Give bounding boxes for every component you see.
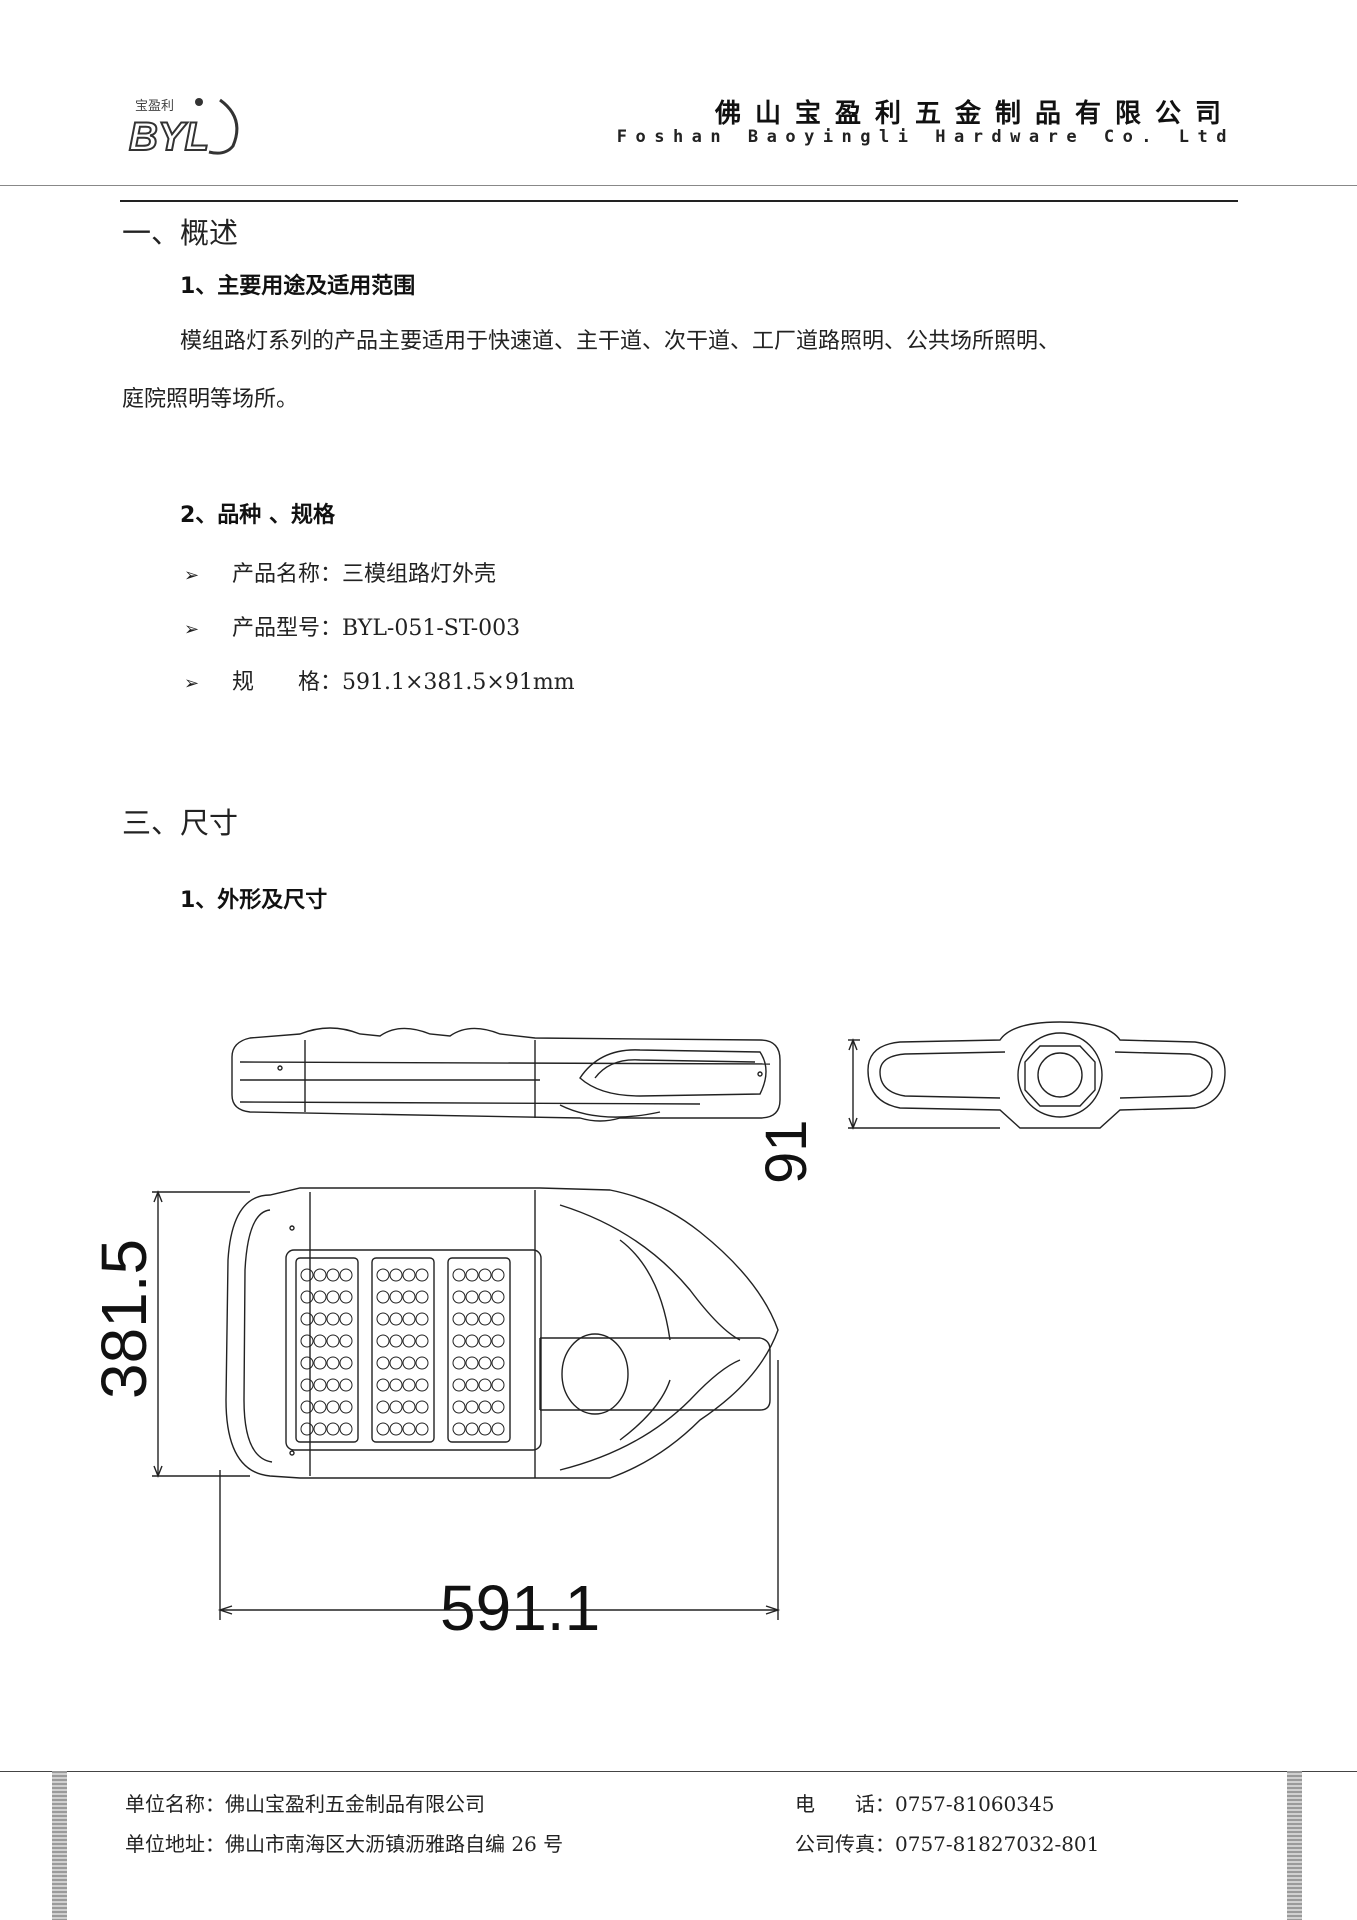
led-grid (300, 1268, 505, 1436)
bullet-arrow-icon: ➢ (184, 619, 200, 640)
dimension-height (848, 1038, 1000, 1130)
spec-value: 三模组路灯外壳 (342, 562, 497, 587)
header-divider-thin (0, 185, 1357, 186)
bullet-arrow-icon: ➢ (184, 673, 200, 694)
spec-label: 产品名称： (232, 562, 343, 587)
footer-divider (0, 1771, 1357, 1772)
logo-graphic: 宝盈利 BYL (128, 98, 239, 160)
top-view (225, 1187, 779, 1479)
spec-label: 产品型号： (232, 616, 343, 641)
footer-address: 单位地址：佛山市南海区大沥镇沥雅路自编 26 号 (125, 1828, 563, 1857)
footer-value: 佛山宝盈利五金制品有限公司 (225, 1792, 485, 1816)
company-name-en: Foshan Baoyingli Hardware Co. Ltd (616, 127, 1235, 147)
usage-paragraph-line2: 庭院照明等场所。 (122, 387, 299, 412)
side-view (231, 1027, 781, 1122)
footer-label: 电 话： (795, 1792, 895, 1816)
section-title-overview: 一、概述 (122, 216, 239, 250)
spec-item-size: ➢ 规 格：591.1×381.5×91mm (184, 664, 575, 696)
dim-label-width: 381.5 (88, 1239, 160, 1399)
dim-label-length: 591.1 (440, 1572, 600, 1644)
spec-item-model: ➢ 产品型号：BYL-051-ST-003 (184, 610, 520, 642)
company-name-cn: 佛山宝盈利五金制品有限公司 (714, 99, 1235, 129)
subsection-title-outline: 1、外形及尺寸 (180, 888, 328, 913)
footer-value: 佛山市南海区大沥镇沥雅路自编 26 号 (225, 1832, 564, 1856)
spec-value: 591.1×381.5×91mm (342, 670, 575, 695)
technical-drawing: 91 381.5 591.1 (88, 1021, 1226, 1644)
bullet-arrow-icon: ➢ (184, 565, 200, 586)
footer-left-bar (52, 1771, 67, 1920)
footer-value: 0757-81827032-801 (895, 1832, 1100, 1856)
dimension-length (217, 1360, 781, 1620)
end-view (867, 1021, 1226, 1129)
subsection-title-usage: 1、主要用途及适用范围 (180, 274, 416, 299)
usage-paragraph-line1: 模组路灯系列的产品主要适用于快速道、主干道、次干道、工厂道路照明、公共场所照明、 (180, 329, 1061, 354)
footer-fax: 公司传真：0757-81827032-801 (795, 1828, 1099, 1857)
section-title-dimensions: 三、尺寸 (122, 806, 239, 840)
spec-item-name: ➢ 产品名称：三模组路灯外壳 (184, 556, 496, 588)
subsection-title-specs: 2、品种 、规格 (180, 503, 335, 528)
footer-company-name: 单位名称：佛山宝盈利五金制品有限公司 (125, 1788, 485, 1817)
footer-telephone: 电 话：0757-81060345 (795, 1788, 1054, 1817)
footer-value: 0757-81060345 (895, 1792, 1055, 1816)
footer-right-bar (1287, 1771, 1302, 1920)
footer-label: 单位地址： (125, 1832, 225, 1856)
footer-label: 公司传真： (795, 1832, 895, 1856)
dimension-width (152, 1190, 250, 1478)
dim-label-height: 91 (754, 1119, 819, 1184)
spec-value: BYL-051-ST-003 (342, 616, 521, 641)
header-divider (120, 200, 1238, 202)
logo-small-text: 宝盈利 (135, 98, 174, 113)
footer-label: 单位名称： (125, 1792, 225, 1816)
company-logo: 宝盈利 BYL (125, 88, 255, 160)
logo-letters: BYL (129, 115, 209, 159)
spec-label: 规 格： (232, 670, 343, 695)
